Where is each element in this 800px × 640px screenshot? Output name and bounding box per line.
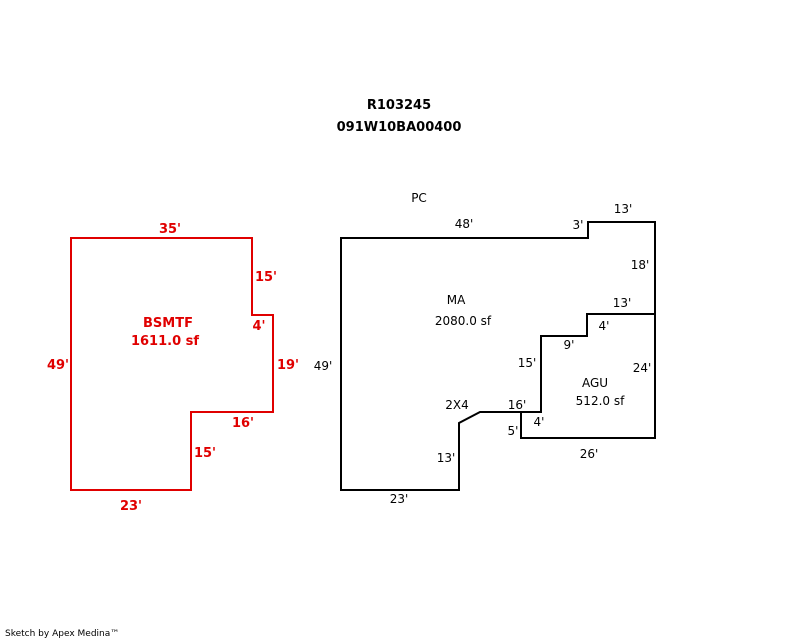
- main-dim-step-15: 15': [518, 356, 537, 370]
- main-dim-step-9: 9': [564, 338, 575, 352]
- basement-code: BSMTF: [143, 316, 193, 331]
- basement-area: 1611.0 sf: [131, 334, 199, 349]
- map-lot-number: 091W10BA00400: [337, 120, 462, 135]
- basement-dim-bottom-right: 16': [232, 416, 254, 431]
- basement-dim-top: 35': [159, 222, 181, 237]
- basement-dim-right-lower: 19': [277, 358, 299, 373]
- main-dim-top-right: 13': [614, 202, 633, 216]
- main-area: 2080.0 sf: [435, 314, 492, 328]
- main-house-outline: [340, 221, 656, 491]
- main-dim-lower-vertical: 13': [437, 451, 456, 465]
- basement-dim-step: 4': [252, 319, 265, 334]
- garage-area: 512.0 sf: [576, 394, 625, 408]
- basement-dim-left: 49': [47, 358, 69, 373]
- account-number: R103245: [367, 98, 431, 113]
- wall-note-label: 2X4: [445, 398, 469, 412]
- main-dim-bottom: 23': [390, 492, 409, 506]
- basement-dim-inner-vertical: 15': [194, 446, 216, 461]
- main-dim-top: 48': [455, 217, 474, 231]
- basement-outline: [70, 237, 274, 491]
- basement-dim-right-upper: 15': [255, 270, 277, 285]
- main-dim-step-16: 16': [508, 398, 527, 412]
- garage-code: AGU: [582, 376, 608, 390]
- sketch-credit: Sketch by Apex Medina™: [5, 629, 119, 639]
- garage-dim-bottom: 26': [580, 447, 599, 461]
- porch-label: PC: [411, 191, 427, 205]
- garage-dim-right: 24': [633, 361, 652, 375]
- main-dim-notch: 3': [573, 218, 584, 232]
- main-dim-left: 49': [314, 359, 333, 373]
- garage-dim-notch: 4': [599, 319, 610, 333]
- main-dim-right-upper: 18': [631, 258, 650, 272]
- garage-outline: [520, 314, 656, 439]
- basement-dim-bottom: 23': [120, 499, 142, 514]
- main-dim-step-4: 4': [534, 415, 545, 429]
- main-dim-step-5: 5': [508, 424, 519, 438]
- garage-dim-top: 13': [613, 296, 632, 310]
- main-code: MA: [447, 293, 466, 307]
